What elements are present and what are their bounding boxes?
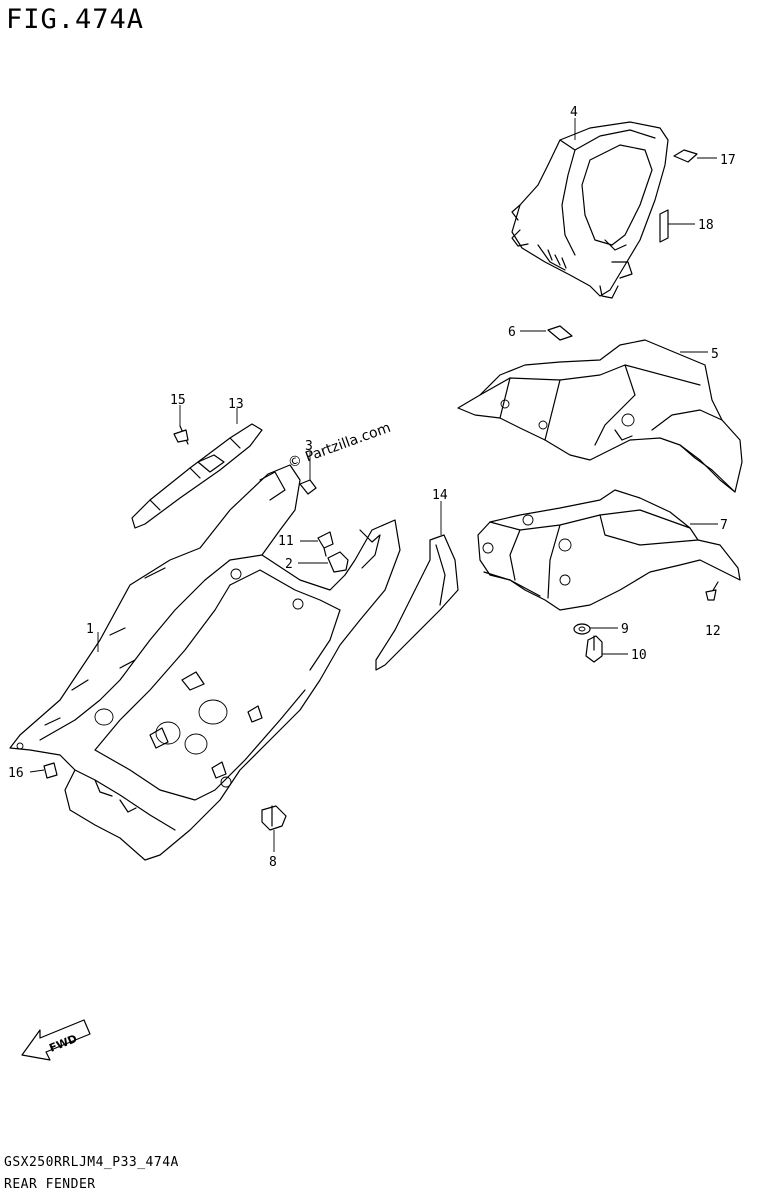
callout-11: 11 xyxy=(278,534,294,549)
callout-2: 2 xyxy=(285,557,293,572)
part-12-screw[interactable] xyxy=(705,581,719,601)
part-15-screw[interactable] xyxy=(173,425,189,445)
callout-6: 6 xyxy=(508,325,516,340)
part-6-label-plate[interactable] xyxy=(547,325,573,341)
callout-3: 3 xyxy=(305,439,313,454)
watermark: © Partzilla.com xyxy=(286,420,393,472)
part-5-rear-fender-upper[interactable] xyxy=(457,339,743,493)
section-name: REAR FENDER xyxy=(4,1177,96,1192)
model-code: GSX250RRLJM4_P33_474A xyxy=(4,1155,179,1170)
callout-labels: 4 17 18 6 5 15 13 3 14 11 7 2 1 9 10 12 … xyxy=(8,105,736,870)
part-14-side-cover[interactable] xyxy=(375,534,459,671)
callout-4: 4 xyxy=(570,105,578,120)
part-11-screw[interactable] xyxy=(317,531,334,557)
callout-15: 15 xyxy=(170,393,186,408)
leader-lines xyxy=(29,118,718,852)
callout-10: 10 xyxy=(631,648,647,663)
figure-title: FIG.474A xyxy=(6,4,145,35)
part-2-nut[interactable] xyxy=(327,551,349,573)
callout-9: 9 xyxy=(621,622,629,637)
callout-8: 8 xyxy=(269,855,277,870)
callout-5: 5 xyxy=(711,347,719,362)
callout-13: 13 xyxy=(228,397,244,412)
callout-12: 12 xyxy=(705,624,721,639)
callout-17: 17 xyxy=(720,153,736,168)
part-17-pad[interactable] xyxy=(673,149,698,163)
callout-14: 14 xyxy=(432,488,448,503)
part-10-bolt[interactable] xyxy=(585,635,603,663)
callout-18: 18 xyxy=(698,218,714,233)
fwd-arrow-icon: FWD xyxy=(21,1019,91,1061)
part-1-rear-fender-frame[interactable] xyxy=(9,464,401,861)
part-13-bracket[interactable] xyxy=(131,423,263,529)
part-16-grommet[interactable] xyxy=(43,762,58,779)
part-9-washer[interactable] xyxy=(573,623,591,635)
part-4-tail-cowl[interactable] xyxy=(511,121,669,299)
callout-7: 7 xyxy=(720,518,728,533)
part-3-clip[interactable] xyxy=(299,479,317,495)
part-18-pad[interactable] xyxy=(659,209,669,243)
callout-16: 16 xyxy=(8,766,24,781)
part-7-rear-fender-lower[interactable] xyxy=(477,489,741,611)
callout-1: 1 xyxy=(86,622,94,637)
part-8-bolt[interactable] xyxy=(261,805,287,831)
